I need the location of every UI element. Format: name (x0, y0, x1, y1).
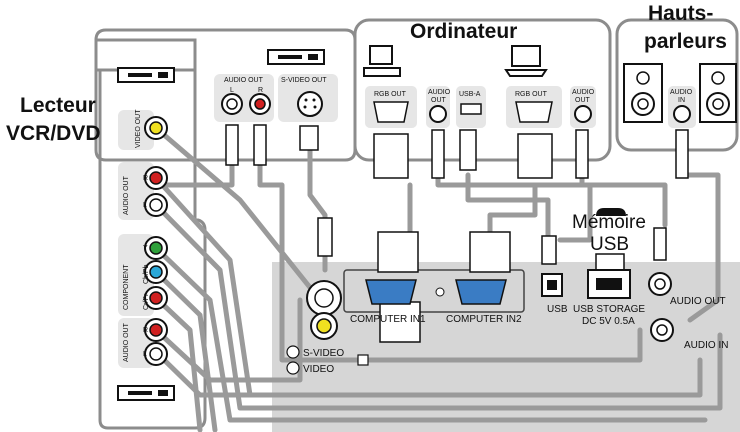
rgb-out-label-2: RGB OUT (515, 91, 548, 98)
computer-label: Ordinateur (410, 20, 517, 43)
cables (153, 125, 723, 432)
computer-in1-label: COMPUTER IN1 (350, 314, 426, 325)
speakers-label-2: parleurs (644, 30, 727, 53)
pc-rgb-out-2: RGB OUT (506, 86, 562, 128)
top-audio-out-ports: AUDIO OUT L R (214, 74, 274, 122)
video-symbol-icon (286, 361, 300, 375)
dvd-audio-out-ports: AUDIO OUT R L (118, 318, 168, 368)
audio-out-label-2: AUDIO OUT (123, 322, 130, 362)
usb-memory-icon (596, 208, 626, 216)
l-label-2: L (143, 351, 147, 358)
vcr-dvd-label-1: Lecteur (20, 94, 96, 117)
speaker-audio-in-label-b: IN (678, 97, 685, 104)
speakers-label-1: Hauts- (648, 2, 713, 25)
svideo-out-label: S-VIDEO OUT (281, 77, 327, 84)
source-panels (94, 18, 739, 430)
speaker-right-icon (699, 63, 737, 123)
cr-pr-label: Cr/Pr (143, 293, 150, 310)
projector-svideo-port (306, 280, 342, 316)
top-r-label: R (258, 87, 263, 94)
projector-video-port (310, 312, 338, 340)
audio-out-label-1: AUDIO OUT (123, 175, 130, 215)
pc-laptop-icon (504, 45, 548, 77)
pc-audio-out-2: AUDIO OUT (570, 86, 596, 128)
svideo-label: S-VIDEO (303, 348, 344, 359)
projector-usb-storage-port (587, 269, 631, 299)
top-svideo-out-port: S-VIDEO OUT (278, 74, 338, 122)
component-label: COMPONENT (123, 264, 130, 310)
y-label: Y (143, 245, 148, 252)
dvd-component-ports: COMPONENT Y Cb/Pb Cr/Pr (118, 234, 168, 316)
pc-rgb-out-1: RGB OUT (365, 86, 417, 128)
usb-storage-label: USB STORAGE (573, 304, 645, 315)
usb-memory-label-1: Mémoire (572, 212, 646, 233)
dvd-device-icon (117, 385, 175, 401)
video-out-label: VIDEO OUT (135, 109, 142, 148)
pc-audio-out-label-1a: AUDIO (428, 89, 451, 96)
audio-out-label: AUDIO OUT (670, 296, 726, 307)
r-label-2: R (143, 327, 148, 334)
pc-audio-out-label-2b: OUT (575, 97, 591, 104)
l-label-1: L (143, 202, 147, 209)
vcr-device-icon (117, 67, 175, 83)
projector-computer-in2-port (435, 279, 507, 305)
projector-computer-in1-port (365, 279, 417, 305)
vcr-dvd-label-2: VCR/DVD (6, 122, 101, 145)
pc-audio-out-label-2a: AUDIO (572, 89, 595, 96)
vcr-device-icon-top (267, 49, 325, 65)
computer-in2-label: COMPUTER IN2 (446, 314, 522, 325)
top-audio-out-label: AUDIO OUT (224, 77, 264, 84)
speaker-left-icon (623, 63, 663, 123)
projector-audio-in-port (650, 318, 674, 342)
r-label-1: R (143, 175, 148, 182)
usb-storage-spec-label: DC 5V 0.5A (582, 316, 635, 327)
projector-audio-out-port (648, 272, 672, 296)
top-l-label: L (230, 87, 234, 94)
usb-memory-label-2: USB (590, 234, 629, 255)
pc-desktop-icon (363, 45, 401, 77)
rgb-out-label-1: RGB OUT (374, 91, 407, 98)
usb-label: USB (547, 304, 568, 315)
vcr-video-out-port: VIDEO OUT (118, 109, 168, 150)
audio-in-label: AUDIO IN (684, 340, 728, 351)
speaker-audio-in-label-a: AUDIO (670, 89, 693, 96)
projector-usb-port (541, 273, 563, 297)
speaker-audio-in: AUDIO IN (668, 86, 696, 128)
video-label: VIDEO (303, 364, 334, 375)
vcr-audio-out-ports: AUDIO OUT R L (118, 162, 168, 220)
pc-audio-out-1: AUDIO OUT (426, 86, 451, 128)
cb-pb-label: Cb/Pb (143, 264, 150, 284)
svideo-symbol-icon (286, 345, 300, 359)
usb-a-label: USB-A (459, 91, 481, 98)
lock-icon (357, 354, 369, 366)
pc-audio-out-label-1b: OUT (431, 97, 447, 104)
cable-plugs (225, 124, 689, 343)
pc-usb-a: USB-A (456, 86, 486, 128)
